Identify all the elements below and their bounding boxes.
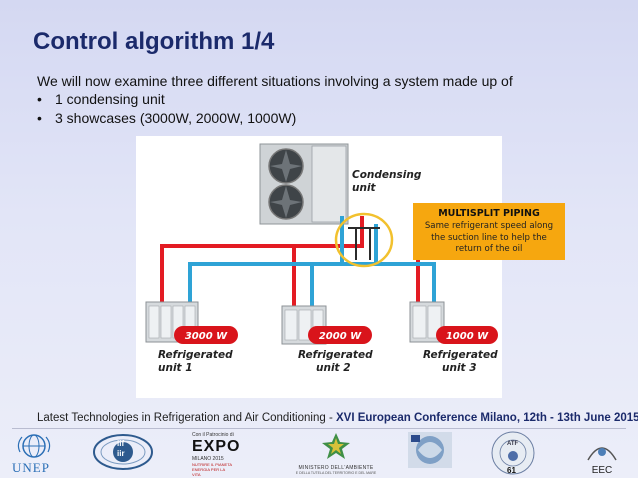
atf-label: ATF	[507, 441, 519, 447]
intro-text: We will now examine three different situ…	[37, 73, 513, 89]
unep-label: UNEP	[12, 460, 50, 475]
unit-label: unit 3	[442, 362, 477, 374]
unep-emblem-icon	[17, 434, 51, 458]
conference-footer: Latest Technologies in Refrigeration and…	[37, 412, 638, 424]
atf-seal-icon	[491, 431, 535, 475]
expo-wordmark: EXPO	[192, 438, 241, 455]
multisplit-callout: MULTISPLIT PIPING Same refrigerant speed…	[413, 203, 565, 260]
callout-body: Same refrigerant speed along the suction…	[424, 221, 554, 254]
footer-highlight: XVI European Conference Milano, 12th - 1…	[335, 412, 638, 424]
expo-sub: MILANO 2015	[192, 456, 224, 462]
ministero-logo: MINISTERO DELL'AMBIENTE E DELLA TUTELA D…	[290, 432, 382, 476]
expo-sub2: NUTRIRE IL PIANETA ENERGIA PER LA VITA	[192, 462, 232, 477]
iif-label: iif	[117, 439, 125, 448]
bullet-text: 3 showcases (3000W, 2000W, 1000W)	[55, 110, 297, 126]
atf-logo: ATF 61	[490, 430, 536, 476]
footer-text: Latest Technologies in Refrigeration and…	[37, 412, 336, 424]
eec-emblem-icon	[587, 447, 617, 461]
unit-label: Refrigerated	[423, 349, 498, 361]
condensing-unit-image	[259, 143, 349, 225]
unit-label: Refrigerated	[158, 349, 233, 361]
unit-label: unit 1	[158, 362, 193, 374]
star-emblem-icon	[322, 433, 350, 459]
expo-head: Con il Patrocinio di	[192, 432, 234, 438]
unep-logo: UNEP	[12, 432, 56, 476]
ministero-sub: E DELLA TUTELA DEL TERRITORIO E DEL MARE	[295, 471, 377, 475]
multisplit-diagram: Condensing unit	[136, 136, 502, 398]
footer-divider	[12, 428, 626, 429]
page-number: 61	[507, 466, 516, 475]
condensing-label-2: unit	[352, 182, 377, 194]
bullet-mark: •	[37, 91, 42, 107]
callout-title: MULTISPLIT PIPING	[438, 208, 540, 219]
eu-flag-icon	[408, 432, 452, 468]
iif-globe-icon	[93, 434, 153, 470]
expo-logo: Con il Patrocinio di EXPO MILANO 2015 NU…	[192, 432, 258, 477]
bullet-item: • 3 showcases (3000W, 2000W, 1000W)	[37, 109, 296, 128]
bullet-list: • 1 condensing unit • 3 showcases (3000W, …	[37, 90, 296, 128]
power-badge: 2000 W	[308, 326, 372, 344]
showcase-image	[145, 301, 199, 343]
ministero-label: MINISTERO DELL'AMBIENTE	[298, 465, 374, 471]
power-label: 1000 W	[446, 331, 489, 342]
unit-label: Refrigerated	[298, 349, 373, 361]
condensing-label-1: Condensing	[352, 169, 422, 181]
power-badge: 3000 W	[174, 326, 238, 344]
iir-label: iir	[117, 449, 125, 458]
unit-label: unit 2	[316, 362, 351, 374]
bullet-mark: •	[37, 110, 42, 126]
power-badge: 1000 W	[436, 326, 498, 344]
eec-label: EEC	[591, 465, 613, 476]
junction-lines	[348, 227, 380, 260]
diagram-svg: Condensing unit	[145, 143, 498, 374]
eu-logo	[408, 432, 452, 468]
slide-title: Control algorithm 1/4	[33, 28, 275, 55]
power-label: 2000 W	[319, 331, 362, 342]
highlight-ellipse	[334, 212, 394, 268]
eec-logo: EEC	[582, 440, 622, 476]
bullet-text: 1 condensing unit	[55, 91, 165, 107]
power-label: 3000 W	[185, 331, 228, 342]
iif-iir-logo: iif iir	[92, 432, 154, 472]
bullet-item: • 1 condensing unit	[37, 90, 296, 109]
suction-line	[188, 216, 436, 312]
